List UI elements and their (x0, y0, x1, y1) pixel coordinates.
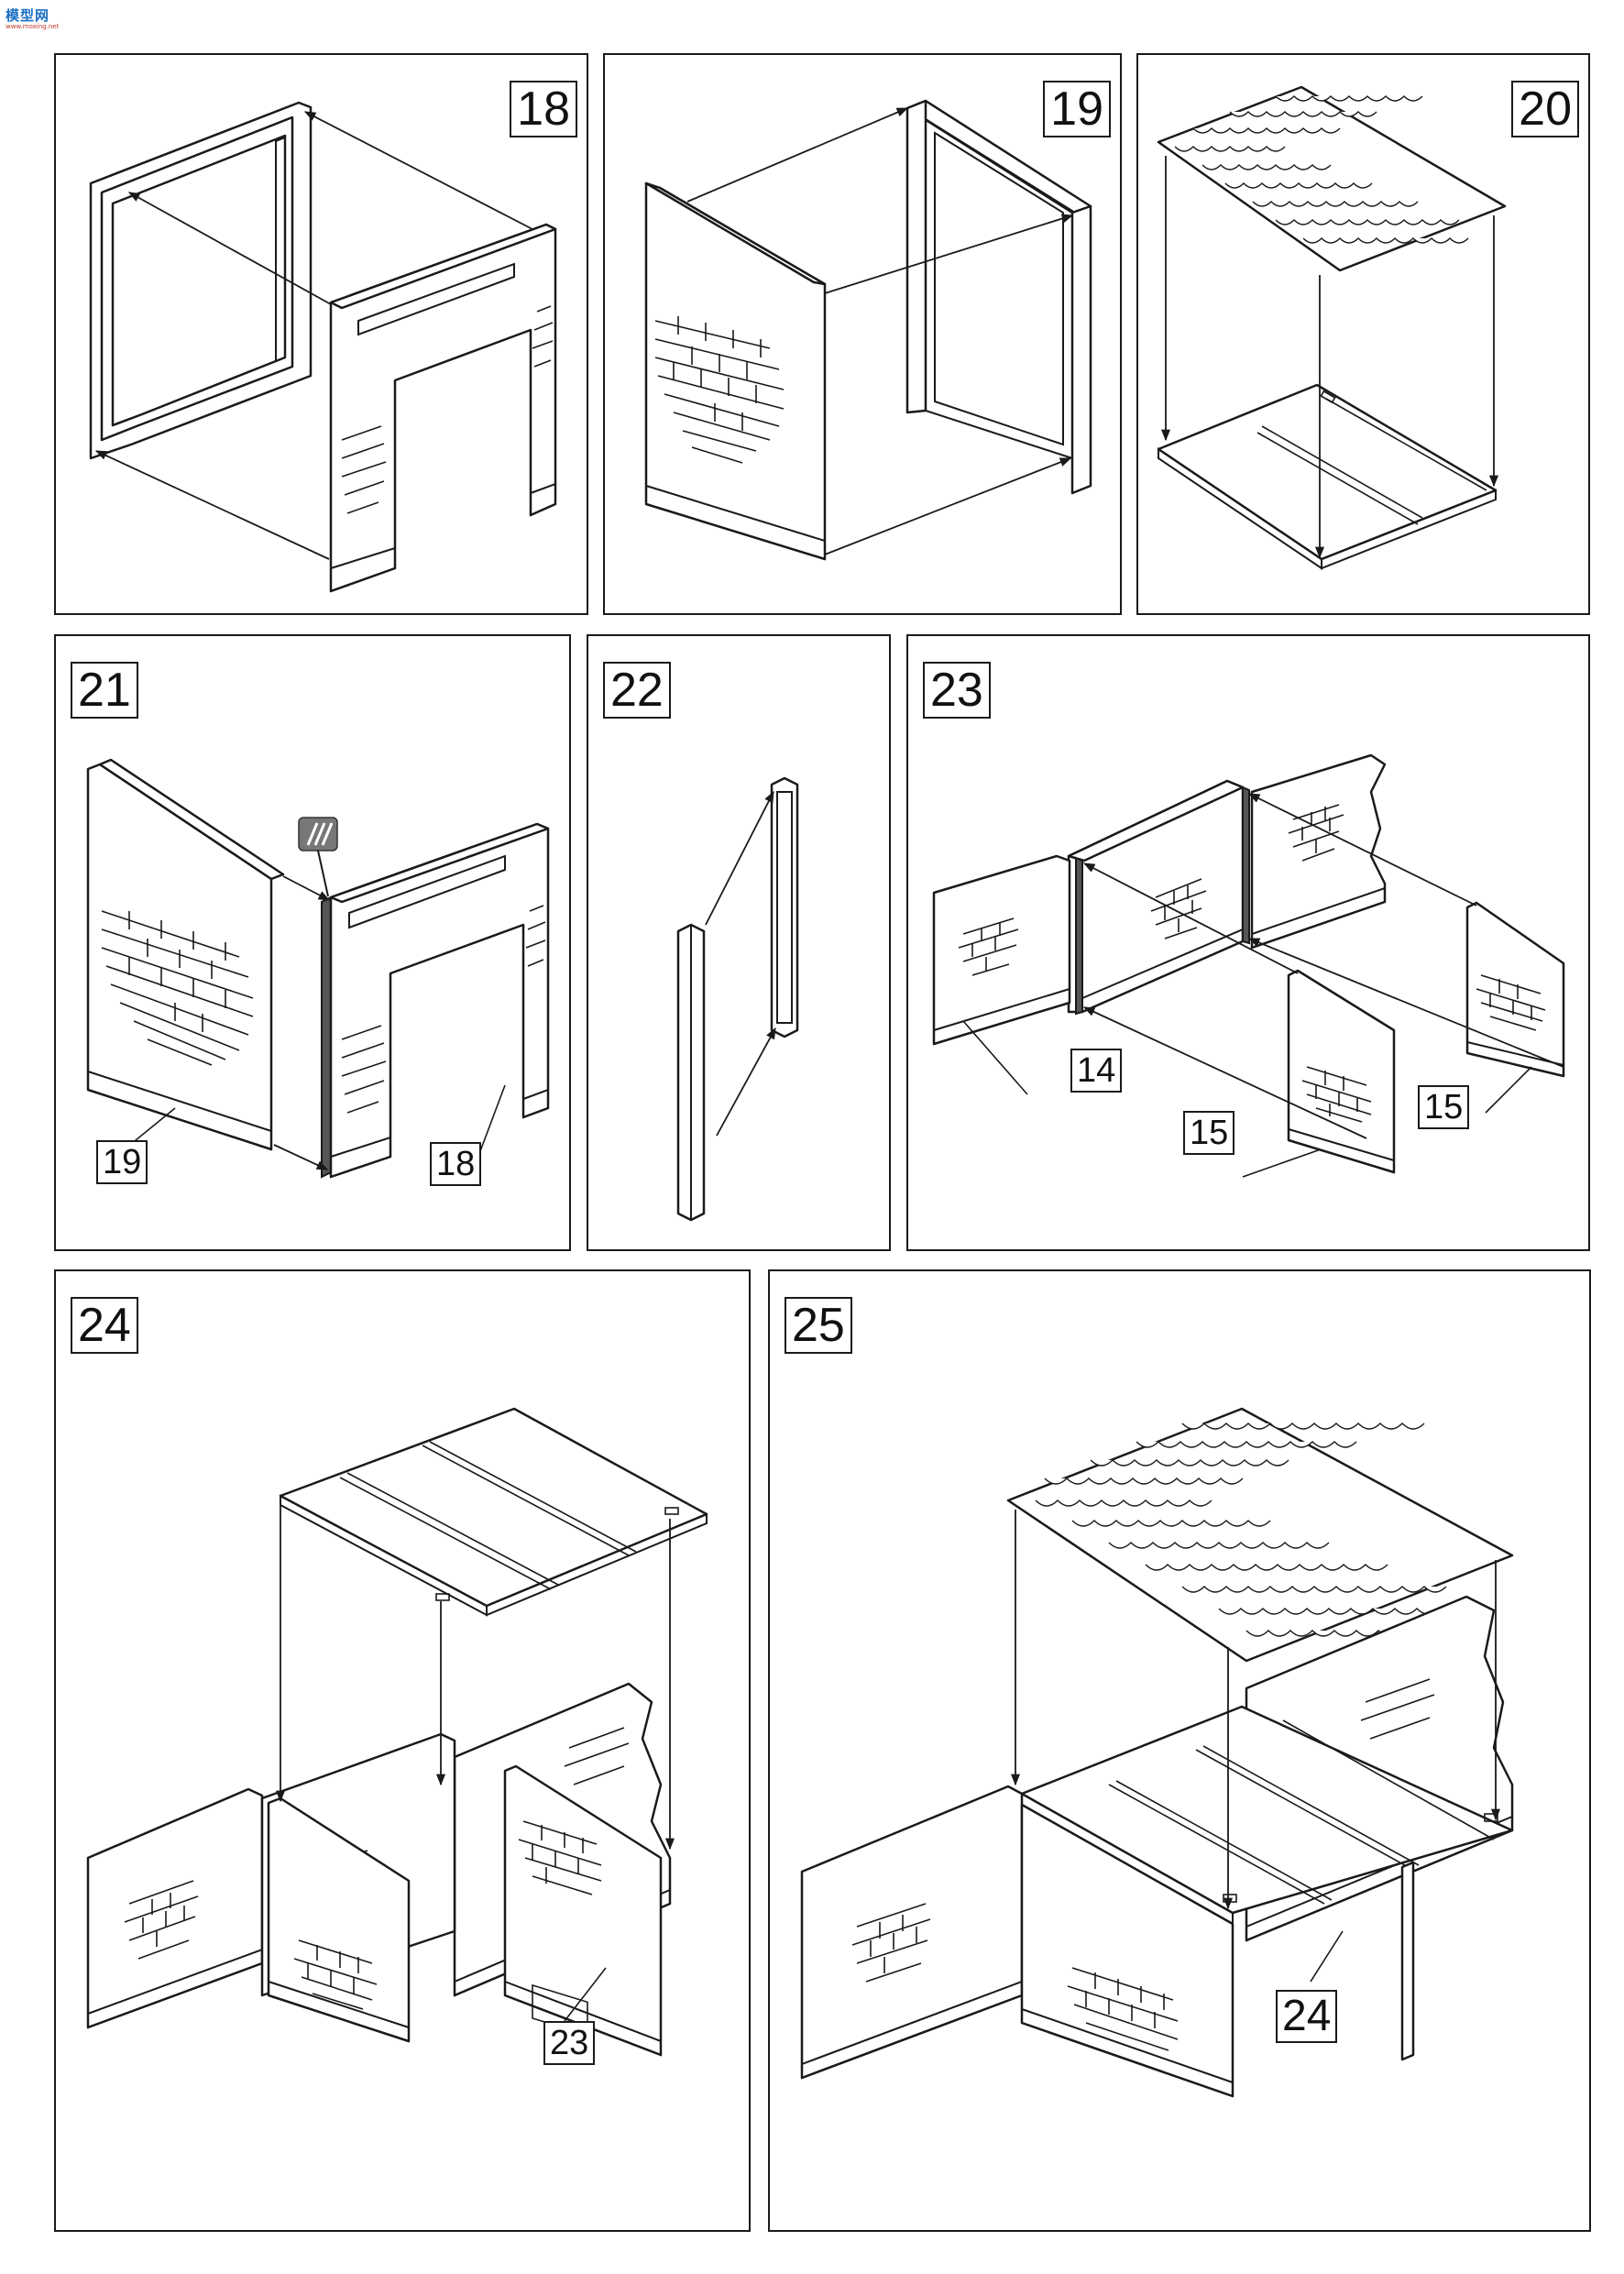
step-22-number: 22 (603, 662, 671, 719)
brick-pattern (1360, 1678, 1435, 1740)
brick-pattern (101, 910, 254, 1066)
callout-part-19: 19 (96, 1140, 148, 1184)
step-18-panel: 18 (54, 53, 588, 615)
brick-pattern (293, 1939, 378, 2010)
brick-pattern (1288, 804, 1344, 862)
brick-pattern (1067, 1967, 1179, 2051)
glue-icon (298, 817, 338, 851)
brick-pattern (1150, 878, 1207, 939)
step-21-illustration (86, 758, 550, 1179)
step-24-panel: 24 23 (54, 1269, 751, 2232)
step-24-number: 24 (71, 1297, 138, 1354)
step-22-illustration (676, 776, 799, 1222)
watermark-logo: 模型网 www.moxing.net (5, 5, 64, 37)
callout-part-14: 14 (1070, 1049, 1123, 1093)
roof-tiles (1174, 95, 1469, 244)
step-18-number: 18 (510, 81, 577, 137)
callout-part-15-center: 15 (1183, 1111, 1235, 1155)
brick-pattern (654, 316, 785, 464)
callout-part-23: 23 (543, 2021, 596, 2065)
brick-pattern (1476, 974, 1546, 1031)
callout-part-18: 18 (430, 1142, 482, 1186)
step-21-number: 21 (71, 662, 138, 719)
step-22-panel: 22 (587, 634, 891, 1251)
step-25-illustration (800, 1407, 1514, 2098)
brick-pattern (851, 1903, 931, 1983)
brick-pattern (958, 917, 1019, 976)
callout-part-24: 24 (1276, 1990, 1338, 2043)
step-25-panel: 25 24 (768, 1269, 1591, 2232)
callout-part-15-right: 15 (1418, 1085, 1470, 1129)
step-24-illustration (86, 1407, 708, 2057)
step-19-number: 19 (1043, 81, 1111, 137)
brick-pattern (341, 905, 546, 1114)
step-23-number: 23 (923, 662, 991, 719)
brick-pattern (341, 305, 554, 514)
step-20-number: 20 (1511, 81, 1579, 137)
brick-pattern (124, 1880, 199, 1960)
watermark-subtext: www.moxing.net (5, 23, 60, 30)
step-23-panel: 23 14 15 15 (906, 634, 1590, 1251)
roof-tiles (1035, 1423, 1447, 1637)
step-23-illustration (932, 753, 1565, 1178)
step-21-panel: 21 19 18 (54, 634, 571, 1251)
brick-pattern (564, 1727, 630, 1785)
step-18-illustration (89, 101, 557, 593)
step-20-illustration (1157, 85, 1507, 570)
brick-pattern (1301, 1066, 1372, 1123)
watermark-text: 模型网 (5, 7, 50, 24)
step-20-panel: 20 (1136, 53, 1590, 615)
step-19-panel: 19 (603, 53, 1122, 615)
step-25-number: 25 (785, 1297, 852, 1354)
step-19-illustration (644, 99, 1092, 561)
